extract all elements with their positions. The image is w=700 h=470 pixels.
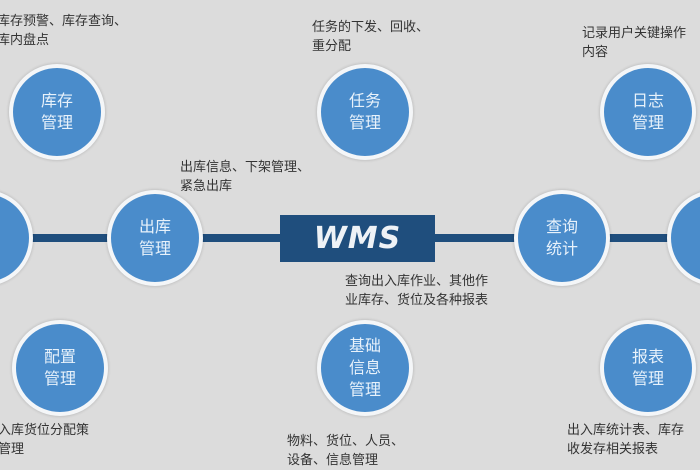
desc-basic-info: 物料、货位、人员、设备、信息管理 bbox=[287, 432, 404, 470]
desc-line: 查询出入库作业、其他作 bbox=[345, 274, 489, 289]
node-label: 配置管理 bbox=[43, 347, 76, 388]
desc-line: 出库信息、下架管理、 bbox=[180, 160, 311, 175]
desc-line: 物料、货位、人员、 bbox=[287, 434, 405, 449]
node-basic-info: 基础信息管理 bbox=[317, 320, 413, 416]
desc-line: 出入库统计表、库存 bbox=[567, 423, 685, 438]
desc-line: 库存预警、库存查询、 bbox=[0, 14, 128, 29]
desc-query: 查询出入库作业、其他作业库存、货位及各种报表 bbox=[345, 272, 488, 310]
desc-line: 内容 bbox=[582, 45, 609, 60]
node-label: 报表管理 bbox=[631, 347, 664, 388]
node-query: 查询统计 bbox=[514, 190, 610, 286]
desc-log: 记录用户关键操作内容 bbox=[582, 24, 686, 62]
node-label: 库存管理 bbox=[40, 91, 73, 132]
wms-logo: WMS bbox=[280, 215, 435, 262]
node-label: 基础信息管理 bbox=[348, 336, 381, 399]
desc-line: 记录用户关键操作 bbox=[582, 26, 687, 41]
desc-line: 紧急出库 bbox=[180, 179, 233, 194]
desc-line: 入库货位分配策 bbox=[0, 423, 90, 438]
node-label: 查询统计 bbox=[545, 217, 578, 258]
desc-inventory: 库存预警、库存查询、库内盘点 bbox=[0, 12, 127, 50]
node-report: 报表管理 bbox=[600, 320, 696, 416]
node-label: 日志管理 bbox=[631, 91, 664, 132]
node-task: 任务管理 bbox=[317, 64, 413, 160]
desc-line: 业库存、货位及各种报表 bbox=[345, 293, 489, 308]
node-label: 任务管理 bbox=[348, 91, 381, 132]
desc-line: 库内盘点 bbox=[0, 33, 50, 48]
desc-line: 收发存相关报表 bbox=[567, 442, 659, 457]
node-inventory: 库存管理 bbox=[9, 64, 105, 160]
desc-line: 任务的下发、回收、 bbox=[312, 20, 430, 35]
desc-line: 管理 bbox=[0, 442, 25, 457]
desc-config: 入库货位分配策管理 bbox=[0, 421, 89, 459]
desc-outbound: 出库信息、下架管理、紧急出库 bbox=[180, 158, 310, 196]
node-right-partial bbox=[667, 190, 700, 286]
desc-task: 任务的下发、回收、重分配 bbox=[312, 18, 429, 56]
desc-report: 出入库统计表、库存收发存相关报表 bbox=[567, 421, 684, 459]
desc-line: 设备、信息管理 bbox=[287, 453, 379, 468]
desc-line: 重分配 bbox=[312, 39, 352, 54]
node-outbound: 出库管理 bbox=[107, 190, 203, 286]
node-label: 出库管理 bbox=[138, 217, 171, 258]
node-log: 日志管理 bbox=[600, 64, 696, 160]
node-config: 配置管理 bbox=[12, 320, 108, 416]
wms-logo-text: WMS bbox=[313, 221, 402, 256]
node-left-partial bbox=[0, 190, 33, 286]
